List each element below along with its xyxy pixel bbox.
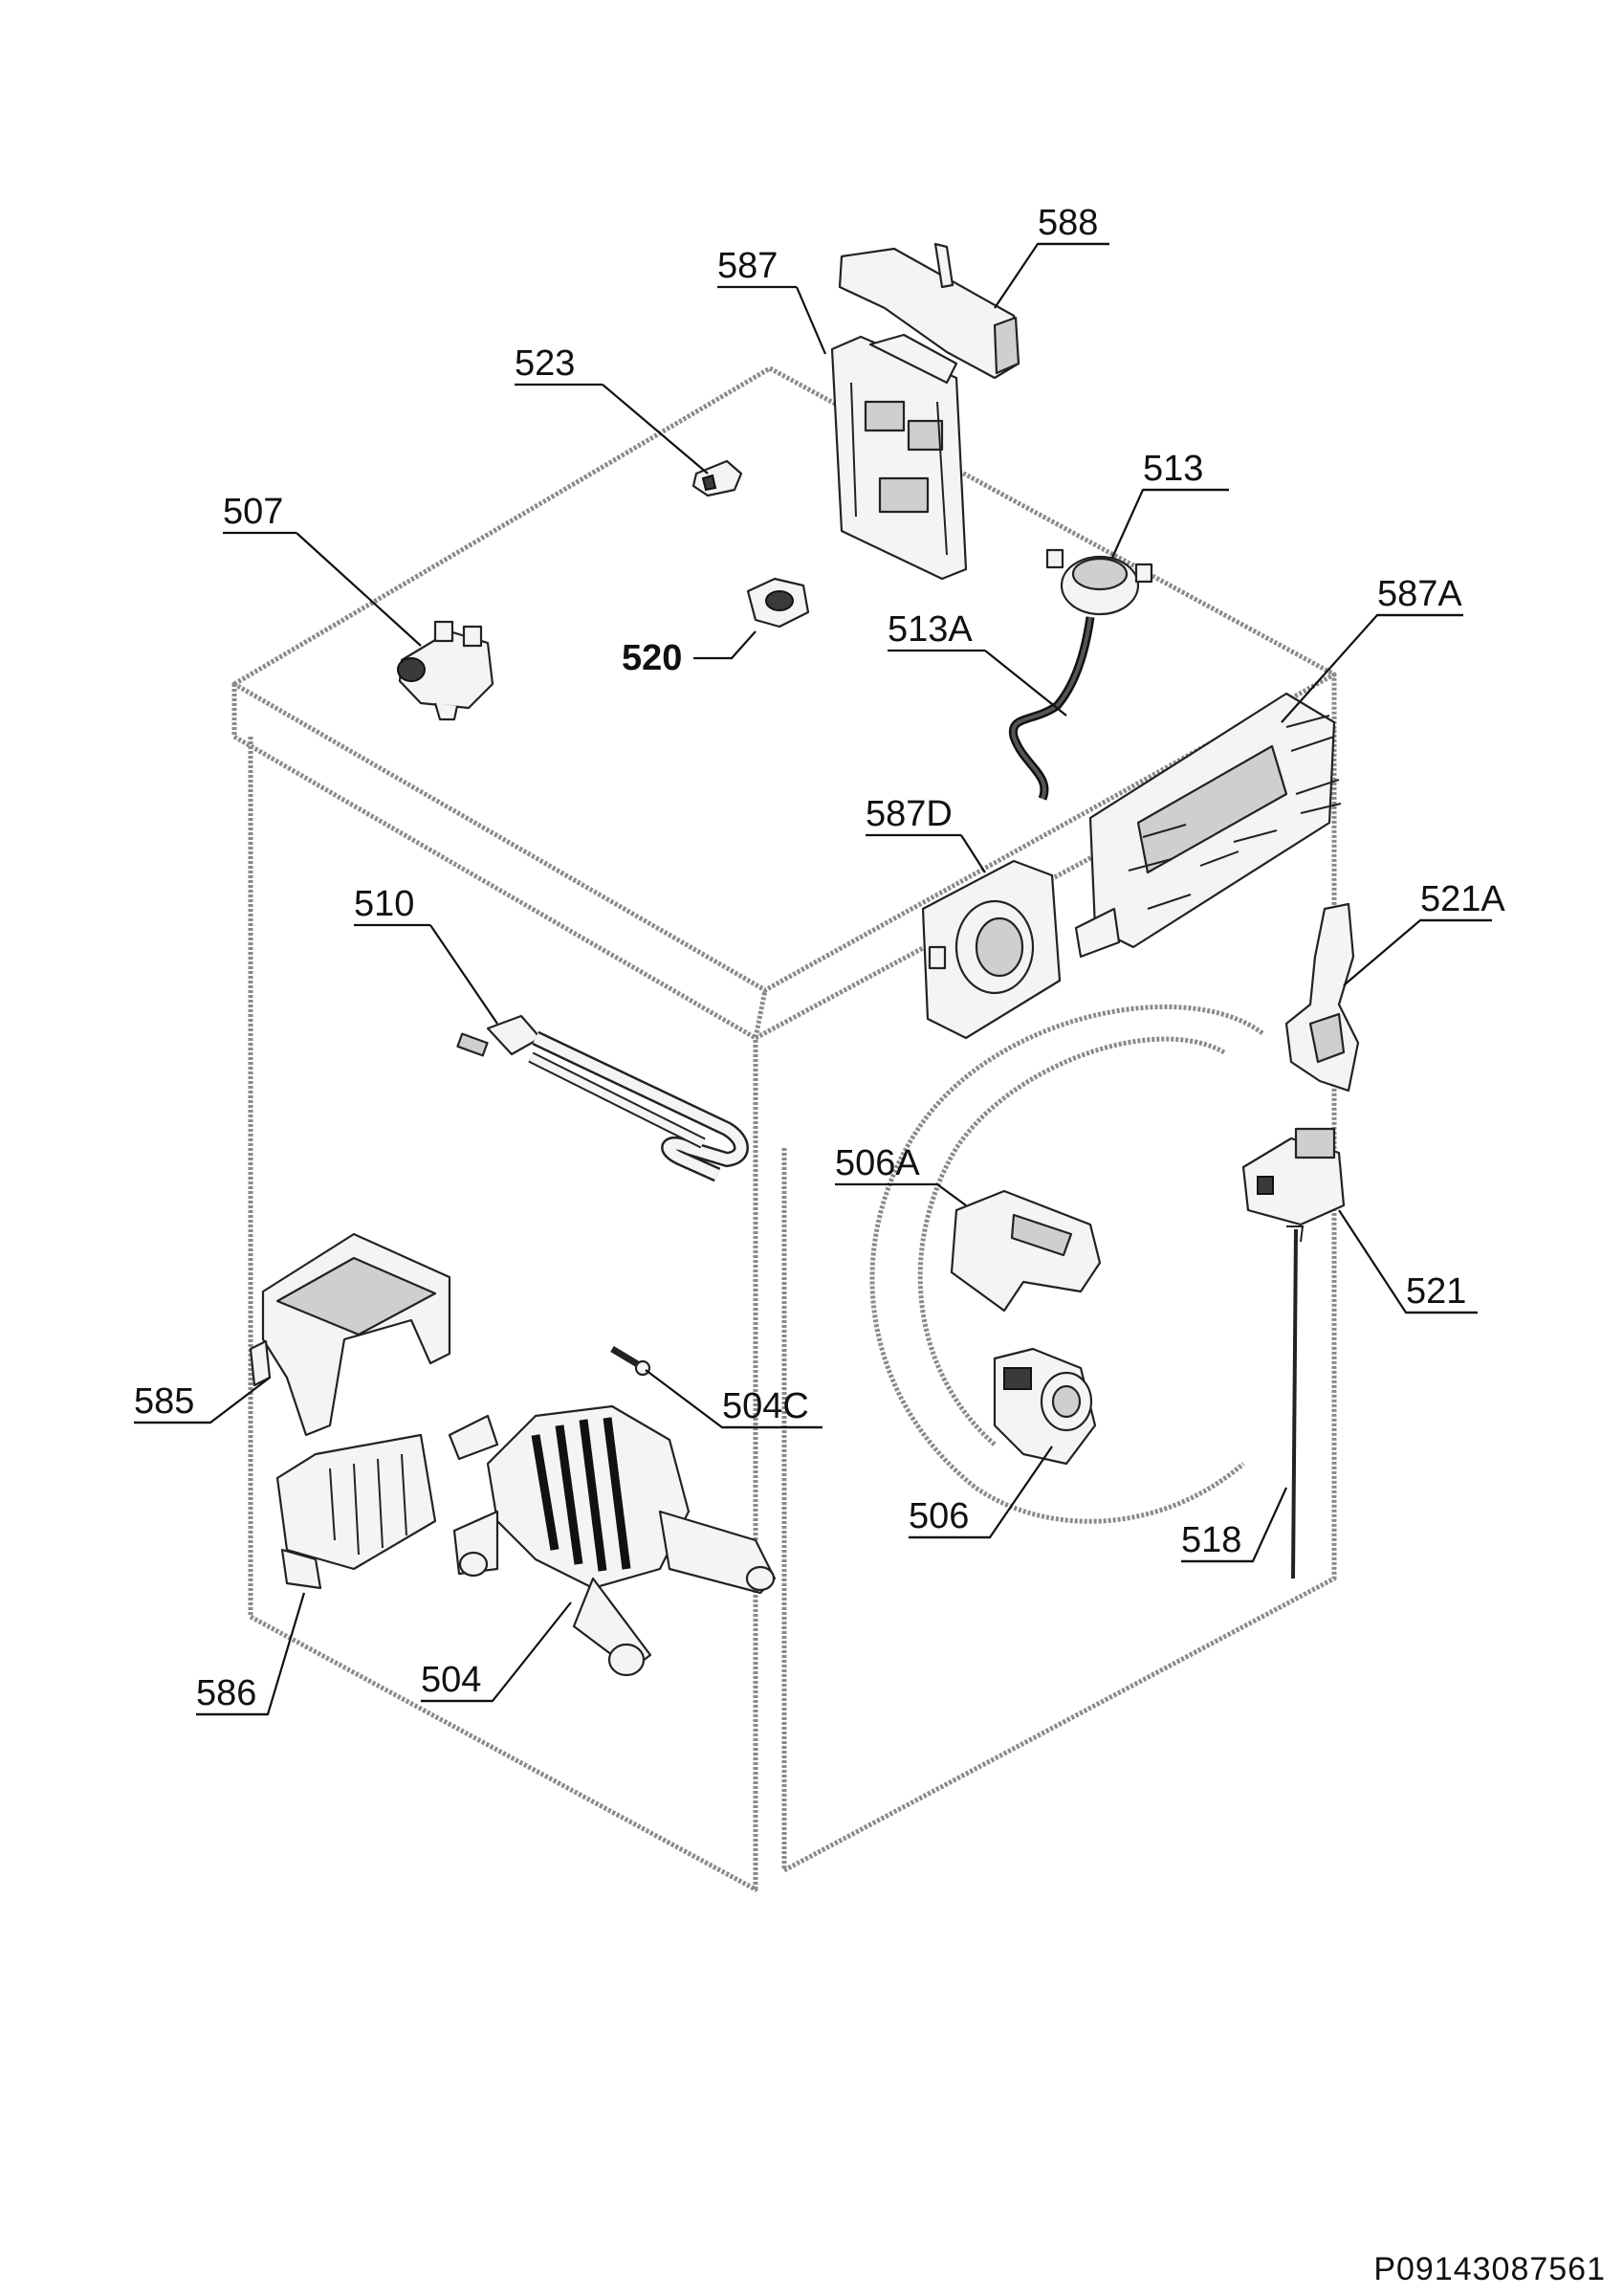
part-520-clamp	[746, 577, 810, 629]
part-587d-programme-selector	[921, 859, 1062, 1040]
part-523-clip	[691, 459, 743, 497]
label-506: 506	[909, 1496, 969, 1536]
label-504c: 504C	[722, 1386, 809, 1426]
label-518: 518	[1181, 1520, 1241, 1560]
document-id: P09143087561	[1373, 2251, 1606, 2287]
part-506-drain-pump	[993, 1347, 1097, 1466]
part-513-pressure-switch	[1045, 548, 1153, 616]
label-520: 520	[622, 638, 682, 678]
part-504c-screw	[610, 1345, 651, 1377]
label-586: 586	[196, 1673, 256, 1713]
part-513a-pressure-hose	[1008, 616, 1095, 801]
part-587a-display-board	[1074, 692, 1342, 959]
label-585: 585	[134, 1381, 194, 1422]
part-586-motor-controller	[275, 1433, 437, 1590]
label-513a: 513A	[888, 609, 973, 650]
part-510-heating-element	[456, 1014, 749, 1182]
label-521: 521	[1406, 1271, 1466, 1312]
part-588-control-cover	[838, 242, 1020, 380]
label-504: 504	[421, 1660, 481, 1700]
label-587a: 587A	[1377, 574, 1462, 614]
label-523: 523	[515, 343, 575, 384]
part-labels: 588 587 523 513 507 587A 520 513A 587D 5…	[134, 203, 1505, 1716]
label-507: 507	[223, 492, 283, 532]
part-506a-pump-cover	[950, 1189, 1102, 1313]
part-507-inlet-valve	[397, 620, 494, 721]
part-585-module-cover	[249, 1232, 451, 1437]
label-513: 513	[1143, 449, 1203, 489]
part-518-lock-wire	[1286, 1225, 1305, 1579]
label-521a: 521A	[1420, 879, 1505, 919]
part-587-control-module	[830, 333, 968, 581]
label-510: 510	[354, 884, 414, 924]
part-521-door-interlock	[1241, 1127, 1346, 1226]
label-587: 587	[717, 246, 778, 286]
label-506a: 506A	[835, 1143, 920, 1183]
label-587d: 587D	[866, 794, 953, 834]
part-521a-lock-bracket	[1284, 902, 1360, 1093]
label-588: 588	[1038, 203, 1098, 243]
part-504-motor	[448, 1404, 777, 1677]
